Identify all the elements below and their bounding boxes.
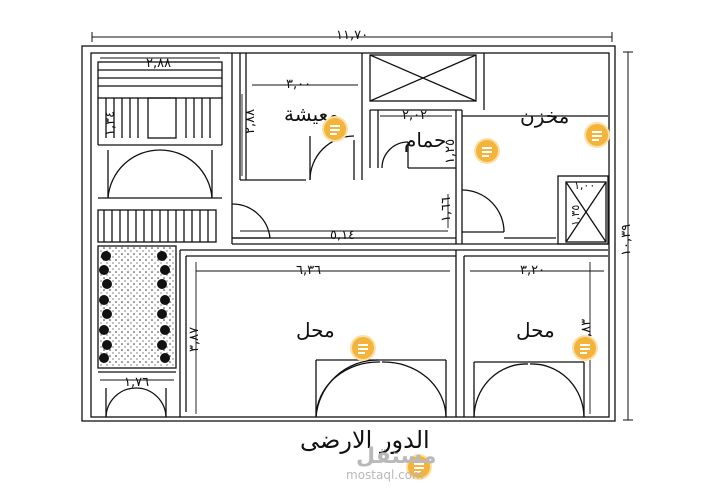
note-icon[interactable] <box>574 337 596 359</box>
room-label-living: معيشة <box>284 102 339 126</box>
note-icon[interactable] <box>408 456 430 478</box>
dim-living-width: ٣,٠٠ <box>286 77 312 92</box>
outer-wall <box>81 45 616 422</box>
note-icon[interactable] <box>586 124 608 146</box>
dim-overall-width: ١١,٧٠ <box>336 28 369 43</box>
dim-bath-depth: ١,٢٥ <box>443 138 458 164</box>
stair-well <box>147 97 177 139</box>
note-icon[interactable] <box>324 118 346 140</box>
dim-shop-right-width: ٣,٢٠ <box>520 263 546 278</box>
dim-shop-left-width: ٦,٣٦ <box>296 263 322 278</box>
room-label-shop-right: محل <box>516 318 555 342</box>
outer-wall-inner <box>90 52 610 418</box>
dim-stair-width: ٢,٨٨ <box>146 56 172 71</box>
room-label-storage: مخزن <box>520 104 570 128</box>
room-label-bath: حمام <box>404 128 447 152</box>
dim-overall-depth: ١٠,٣٩ <box>619 223 634 256</box>
dim-stair-side: ١,٣٤ <box>103 110 118 136</box>
dim-garden-width: ١,٧٦ <box>124 375 150 390</box>
dim-shaft-depth: ١,٣٥ <box>569 204 582 226</box>
note-icon[interactable] <box>352 337 374 359</box>
note-icon[interactable] <box>476 140 498 162</box>
dim-shaft-width: ١,٠٠ <box>574 179 596 192</box>
room-label-shop-left: محل <box>296 318 335 342</box>
dim-corridor-length: ٥,١٤ <box>330 228 356 243</box>
dim-living-depth: ٢,٨٨ <box>243 108 258 134</box>
dim-bath-width: ٢,٠٢ <box>402 108 428 123</box>
floor-title: الدور الارضى <box>300 426 430 454</box>
watermark-logo: مستقل <box>356 444 437 469</box>
watermark-site: mostaql.com <box>346 468 424 482</box>
dim-corridor-depth: ١,٦٦ <box>439 196 454 222</box>
dim-shop-left-depth: ٣,٨٧ <box>187 326 202 352</box>
vent-shaft-top <box>369 54 477 102</box>
